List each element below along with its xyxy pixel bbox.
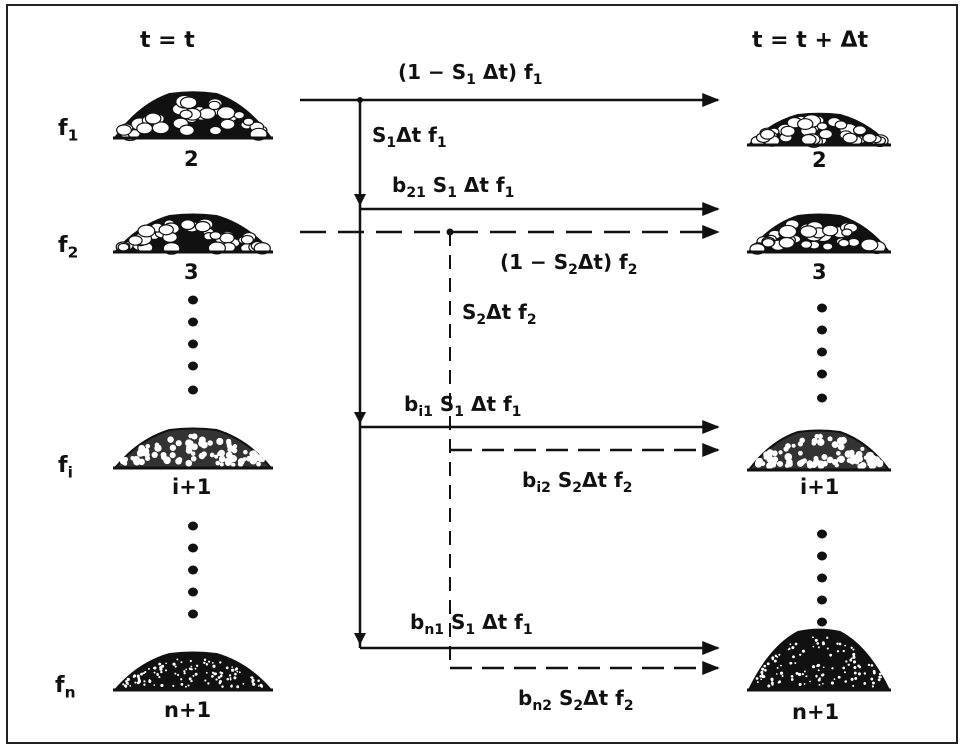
ellipsis-dot-right — [817, 325, 827, 335]
ellipsis-dot-left — [188, 339, 198, 349]
ellipsis-dot-left — [188, 543, 198, 553]
pile-label-left-2: 3 — [184, 260, 199, 284]
ellipsis-dot-left — [188, 361, 198, 371]
particle-pile-left-3 — [112, 427, 274, 470]
ellipsis-dot-left — [188, 521, 198, 531]
pile-label-right-i: i+1 — [800, 475, 840, 499]
ellipsis-dot-right — [817, 393, 827, 403]
diagram-frame — [6, 4, 958, 744]
ellipsis-dot-right — [817, 573, 827, 583]
pile-label-right-n: n+1 — [792, 700, 840, 724]
ellipsis-dot-left — [188, 385, 198, 395]
particle-pile-right-2 — [746, 213, 892, 255]
fraction-label-n: fn — [55, 673, 76, 702]
pile-label-left-1: 2 — [184, 147, 199, 171]
pile-label-right-2: 3 — [812, 260, 827, 284]
ellipsis-dot-right — [817, 595, 827, 605]
label-bi2: bi2 S2Δt f2 — [522, 468, 633, 496]
ellipsis-dot-right — [817, 347, 827, 357]
ellipsis-dot-right — [817, 551, 827, 561]
ellipsis-dot-right — [817, 303, 827, 313]
label-bn2: bn2 S2Δt f2 — [518, 686, 634, 714]
trunk-arrowhead-1 — [354, 194, 366, 206]
label-f2-survive: (1 − S2Δt) f2 — [500, 250, 638, 278]
label-bn1: bn1 S1 Δt f1 — [410, 610, 533, 638]
particle-pile-left-1 — [113, 91, 273, 142]
ellipsis-dot-left — [188, 565, 198, 575]
trunk-arrowhead-n — [354, 633, 366, 645]
label-f1-break: S1Δt f1 — [372, 123, 447, 151]
ellipsis-dot-left — [188, 609, 198, 619]
trunk-arrowhead-i — [354, 412, 366, 424]
ellipsis-dot-left — [188, 587, 198, 597]
ellipsis-dot-left — [188, 317, 198, 327]
pile-label-left-i: i+1 — [172, 475, 212, 499]
particle-pile-right-1 — [746, 112, 892, 148]
label-bi1: bi1 S1 Δt f1 — [404, 392, 522, 420]
fraction-label-1: f1 — [58, 116, 79, 145]
label-f1-survive: (1 − S1 Δt) f1 — [398, 60, 543, 88]
pile-label-left-n: n+1 — [164, 698, 212, 722]
ellipsis-dot-right — [817, 529, 827, 539]
fraction-label-2: f2 — [58, 233, 79, 262]
particle-pile-right-3 — [747, 429, 891, 472]
label-f2-break: S2Δt f2 — [462, 300, 537, 328]
ellipsis-dot-right — [817, 369, 827, 379]
pile-label-right-1: 2 — [812, 148, 827, 172]
particle-pile-right-4 — [747, 628, 891, 692]
particle-pile-left-2 — [112, 213, 274, 255]
left-time-header: t = t — [140, 28, 195, 53]
particle-pile-left-4 — [112, 651, 274, 692]
label-b21: b21 S1 Δt f1 — [392, 173, 515, 201]
ellipsis-dot-right — [817, 617, 827, 627]
ellipsis-dot-left — [188, 295, 198, 305]
fraction-label-i: fi — [58, 453, 73, 482]
right-time-header: t = t + Δt — [752, 28, 869, 53]
